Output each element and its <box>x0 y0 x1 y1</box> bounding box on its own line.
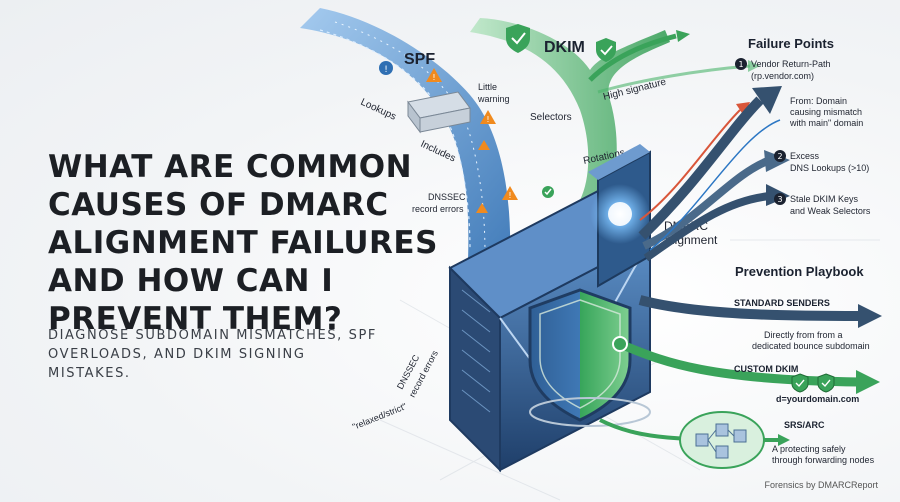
shield-icon <box>528 288 632 422</box>
failure-item-detail: and Weak Selectors <box>790 206 871 216</box>
prevention-playbook-title: Prevention Playbook <box>735 264 864 279</box>
warning-icon <box>478 140 490 150</box>
from-note: From: Domain <box>790 96 847 106</box>
info-icon: ! <box>379 61 393 75</box>
checkmark-circle-icon <box>542 186 554 198</box>
prevention-item-detail: d=yourdomain.com <box>776 394 859 404</box>
prevention-item-title: STANDARD SENDERS <box>734 298 830 308</box>
page-title: What are common causes of DMARC alignmen… <box>48 149 438 337</box>
high-signature-label: High signature <box>602 77 668 103</box>
failure-item-2: 2 Excess DNS Lookups (>10) <box>774 150 869 173</box>
svg-text:!: ! <box>384 65 388 75</box>
checkmark-shield-icon <box>817 373 835 393</box>
footer-credit: Forensics by DMARCReport <box>764 480 878 490</box>
dkim-arrow-up <box>588 33 677 82</box>
lookups-label: Lookups <box>359 97 398 123</box>
prevention-item-title: CUSTOM DKIM <box>734 364 798 374</box>
dkim-stream <box>470 18 670 205</box>
failure-item-1: 1 Vendor Return-Path (rp.vendor.com) <box>735 58 831 81</box>
from-note: with main" domain <box>789 118 863 128</box>
prevention-item-detail: Directly from from a <box>764 330 843 340</box>
prevention-item-detail: A protecting safely <box>772 444 846 454</box>
failure-item-label: Stale DKIM Keys <box>790 194 859 204</box>
failure-item-number: 3 <box>777 195 782 204</box>
spf-label: SPF <box>404 51 435 68</box>
dkim-label: DKIM <box>544 39 585 56</box>
svg-text:!: ! <box>508 191 511 200</box>
svg-text:!: ! <box>486 115 489 124</box>
little-warning-label: Little <box>478 82 497 92</box>
failure-item-label: Vendor Return-Path <box>751 59 831 69</box>
dnssec-label: DNSSEC <box>428 192 466 202</box>
prevention-item-detail: dedicated bounce subdomain <box>752 341 870 351</box>
forwarding-nodes-icon <box>679 411 765 469</box>
checkmark-shield-icon <box>596 38 616 62</box>
checkmark-shield-icon <box>791 373 809 393</box>
failure-points-title: Failure Points <box>748 36 834 51</box>
prevention-item-detail: through forwarding nodes <box>772 455 875 465</box>
warning-icon <box>476 203 488 213</box>
svg-text:!: ! <box>432 73 435 82</box>
little-warning-label: warning <box>477 94 510 104</box>
prevention-item-title: SRS/ARC <box>784 420 825 430</box>
failure-arrow <box>639 109 741 221</box>
failure-item-detail: (rp.vendor.com) <box>751 71 814 81</box>
page-subtitle: Diagnose subdomain mismatches, SPF overl… <box>48 328 377 381</box>
failure-arrow <box>643 192 771 262</box>
shield-base-ring <box>529 397 651 427</box>
failure-arrow <box>649 119 781 251</box>
failure-item-number: 1 <box>738 60 743 69</box>
spf-stream-lines <box>319 29 471 251</box>
prevention-arrow-standard <box>638 295 861 321</box>
checkmark-shield-icon <box>506 24 530 53</box>
failure-item-label: Excess <box>790 151 820 161</box>
dnssec-label: record errors <box>412 204 464 214</box>
failure-item-3: 3 Stale DKIM Keys and Weak Selectors <box>774 193 871 216</box>
includes-label: Includes <box>419 139 457 165</box>
from-note: causing mismatch <box>790 107 862 117</box>
failure-item-detail: DNS Lookups (>10) <box>790 163 869 173</box>
spf-gate-box <box>407 91 471 134</box>
failure-arrow <box>642 156 772 250</box>
relaxed-strict-label: "relaxed/strict" <box>351 401 408 432</box>
warning-icon: ! <box>480 110 496 124</box>
selectors-label: Selectors <box>530 112 572 123</box>
warning-icon: ! <box>426 68 442 82</box>
dmarc-gate <box>588 144 651 288</box>
failure-item-number: 2 <box>777 152 782 161</box>
failure-arrow <box>638 96 764 240</box>
warning-icon: ! <box>502 186 518 200</box>
spf-stream <box>300 8 511 260</box>
